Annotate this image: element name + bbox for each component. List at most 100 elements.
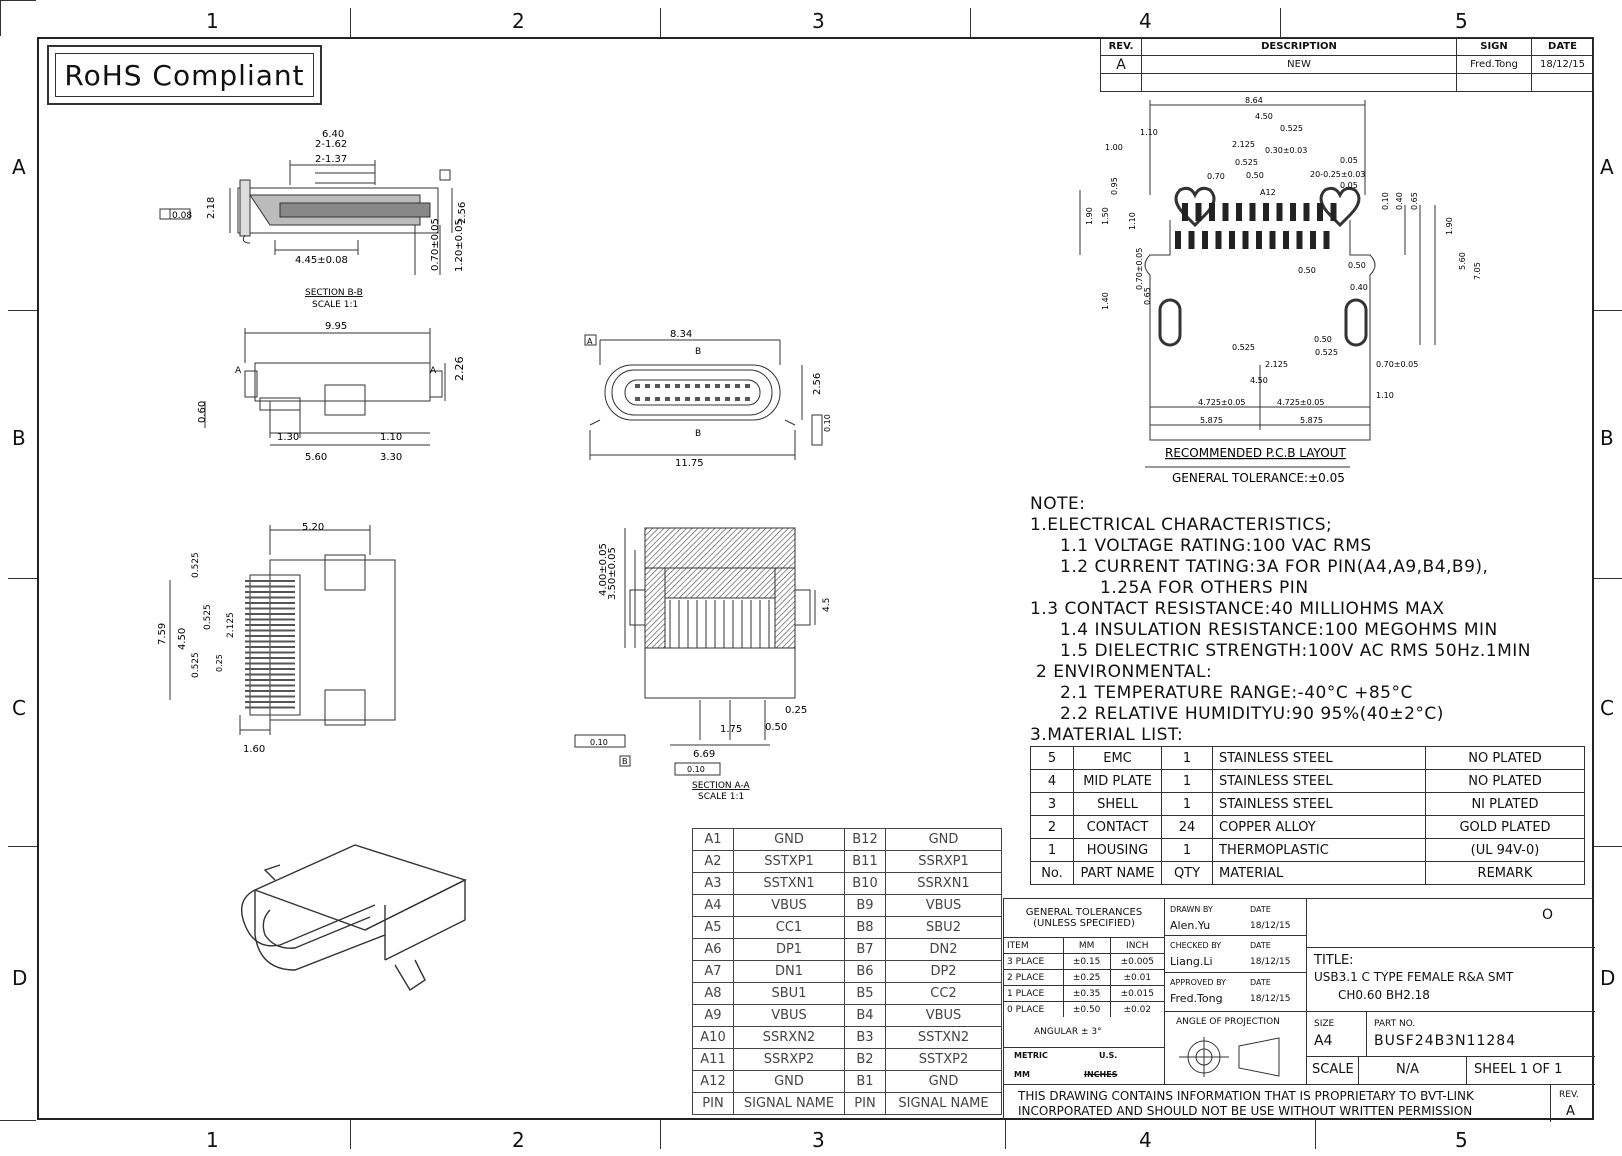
pcb-dim-1-10: 1.10 bbox=[1140, 128, 1158, 137]
zone-left-c: C bbox=[12, 696, 26, 720]
pcb-dim-8-64: 8.64 bbox=[1245, 96, 1263, 105]
pin-cell: A6 bbox=[692, 938, 734, 961]
tolerance-row: 2 PLACE±0.25±0.01 bbox=[1004, 969, 1164, 986]
material-cell: 1 bbox=[1161, 746, 1213, 770]
pcb-a12: A12 bbox=[1260, 188, 1276, 197]
contact-pin bbox=[635, 397, 640, 401]
material-cell: 1 bbox=[1161, 792, 1213, 816]
datum-b: B bbox=[622, 757, 628, 766]
scale-label: SCALE bbox=[1312, 1062, 1354, 1077]
contact-lead bbox=[245, 646, 295, 648]
section-b-top: B bbox=[695, 347, 701, 357]
pcb-dim-0-50-c: 0.50 bbox=[1298, 266, 1316, 275]
section-b-bottom: B bbox=[695, 429, 701, 439]
pcb-dim-0-70-left: 0.70±0.05 bbox=[1135, 248, 1144, 290]
top-view: 5.20 0.525 7.59 4.50 0.525 0.525 2.125 0… bbox=[157, 522, 396, 755]
pin-cell: VBUS bbox=[885, 894, 1002, 917]
tolerance-cell: ±0.01 bbox=[1110, 969, 1164, 986]
projection-box: ANGLE OF PROJECTION bbox=[1164, 1011, 1307, 1085]
material-cell: No. bbox=[1030, 861, 1074, 885]
dim-8-34: 8.34 bbox=[670, 330, 692, 340]
material-cell: (UL 94V-0) bbox=[1425, 838, 1585, 862]
title-label: TITLE: bbox=[1314, 953, 1354, 968]
material-cell: STAINLESS STEEL bbox=[1212, 769, 1426, 793]
material-cell: HOUSING bbox=[1073, 838, 1162, 862]
pcb-dim-4-725-b: 4.725±0.05 bbox=[1277, 398, 1324, 407]
pin-cell: SSRXP1 bbox=[885, 850, 1002, 873]
contact-pin bbox=[695, 397, 700, 401]
tol-0-10-aa2: 0.10 bbox=[687, 765, 705, 774]
pcb-pad bbox=[1202, 231, 1208, 249]
pcb-dim-0-65-left: 0.65 bbox=[1143, 287, 1152, 305]
contact-lead bbox=[245, 690, 295, 692]
dim-2-56-front: 2.56 bbox=[812, 373, 823, 395]
note-1-2: 1.2 CURRENT TATING:3A FOR PIN(A4,A9,B4,B… bbox=[1060, 557, 1489, 577]
size-label: SIZE bbox=[1314, 1019, 1335, 1029]
contact-lead bbox=[245, 640, 295, 643]
material-cell: 1 bbox=[1161, 838, 1213, 862]
zone-divider bbox=[1005, 1120, 1006, 1149]
contact-pin bbox=[655, 397, 660, 401]
date-label-3: DATE bbox=[1250, 978, 1271, 987]
contact-pin bbox=[665, 384, 670, 388]
section-bb-scale: SCALE 1:1 bbox=[312, 300, 358, 310]
note-1-1: 1.1 VOLTAGE RATING:100 VAC RMS bbox=[1060, 536, 1372, 556]
pcb-dim-0-10: 0.10 bbox=[1381, 192, 1390, 210]
pin-cell: DN1 bbox=[733, 960, 845, 983]
contact-lead bbox=[245, 673, 295, 676]
pin-cell: A9 bbox=[692, 1004, 734, 1027]
dim-4-5: 4.5 bbox=[822, 598, 832, 612]
zone-top-1: 1 bbox=[206, 9, 219, 33]
pcb-pad bbox=[1249, 203, 1256, 221]
contact-lead bbox=[245, 706, 295, 709]
pcb-dim-1-90-left: 1.90 bbox=[1085, 207, 1094, 225]
contact-pin bbox=[635, 384, 640, 388]
contact-pin bbox=[685, 397, 690, 401]
contact-lead bbox=[245, 580, 295, 582]
proprietary-box: THIS DRAWING CONTAINS INFORMATION THAT I… bbox=[1004, 1084, 1595, 1122]
pin-cell: B3 bbox=[844, 1026, 886, 1049]
contact-lead bbox=[245, 695, 295, 698]
pcb-pad bbox=[1310, 231, 1316, 249]
zone-bottom-4: 4 bbox=[1139, 1128, 1152, 1152]
pin-cell: SBU1 bbox=[733, 982, 845, 1005]
material-cell: NO PLATED bbox=[1425, 769, 1585, 793]
zone-divider bbox=[1594, 578, 1622, 579]
contact-lead bbox=[245, 657, 295, 659]
material-cell: MID PLATE bbox=[1073, 769, 1162, 793]
dim-2-18: 2.18 bbox=[206, 197, 217, 219]
note-heading: NOTE: bbox=[1030, 494, 1086, 514]
pin-cell: DN2 bbox=[885, 938, 1002, 961]
contact-lead bbox=[245, 684, 295, 687]
pin-cell: SSTXP1 bbox=[733, 850, 845, 873]
note-2-1: 2.1 TEMPERATURE RANGE:-40°C +85°C bbox=[1060, 683, 1413, 703]
angular-tolerance: ANGULAR ± 3° bbox=[1034, 1027, 1102, 1037]
contact-pin bbox=[725, 397, 730, 401]
dim-0-60: 0.60 bbox=[197, 401, 208, 423]
material-cell: QTY bbox=[1161, 861, 1213, 885]
rohs-badge: RoHS Compliant bbox=[47, 45, 322, 105]
tolerance-cell: 1 PLACE bbox=[1004, 985, 1064, 1002]
dim-2-125: 2.125 bbox=[226, 612, 236, 638]
pcb-layout-title: RECOMMENDED P.C.B LAYOUT bbox=[1165, 446, 1346, 460]
zone-divider bbox=[8, 846, 37, 847]
section-marker-a: A bbox=[235, 366, 242, 376]
tolerance-cell: 2 PLACE bbox=[1004, 969, 1064, 986]
contact-pin bbox=[705, 397, 710, 401]
zone-right-d: D bbox=[1600, 966, 1616, 990]
dim-3-50: 3.50±0.05 bbox=[607, 547, 618, 600]
pin-cell: CC2 bbox=[885, 982, 1002, 1005]
drawn-date: 18/12/15 bbox=[1250, 921, 1291, 931]
rohs-label: RoHS Compliant bbox=[55, 53, 314, 97]
part-no-value: BUSF24B3N11284 bbox=[1374, 1033, 1517, 1049]
pcb-pad bbox=[1263, 203, 1269, 221]
material-cell: 4 bbox=[1030, 769, 1074, 793]
contact-pin bbox=[725, 384, 730, 388]
material-cell: NI PLATED bbox=[1425, 792, 1585, 816]
tolerance-cell: ±0.25 bbox=[1063, 969, 1111, 986]
contact-pin bbox=[715, 384, 720, 388]
tolerance-cell: 3 PLACE bbox=[1004, 953, 1064, 970]
contact-pin bbox=[645, 397, 650, 401]
